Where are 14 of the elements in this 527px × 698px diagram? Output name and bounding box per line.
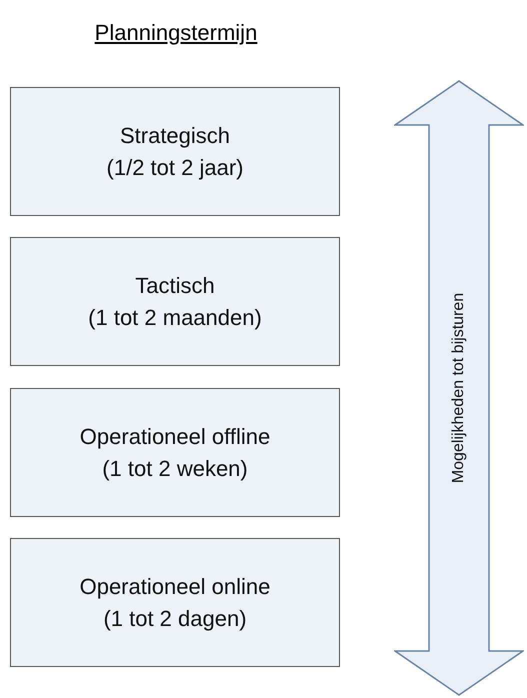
box-subtitle: (1 tot 2 weken) xyxy=(102,454,248,482)
box-subtitle: (1/2 tot 2 jaar) xyxy=(106,154,244,182)
box-subtitle: (1 tot 2 dagen) xyxy=(103,604,247,633)
process-box xyxy=(10,87,340,216)
process-box xyxy=(10,388,340,517)
box-subtitle: (1 tot 2 maanden) xyxy=(88,304,262,332)
heading: Planningstermijn xyxy=(94,20,258,45)
box-title: Tactisch xyxy=(135,272,215,300)
arrow-label: Mogelijkheden tot bijsturen xyxy=(450,292,468,484)
box-title: Operationeel online xyxy=(80,572,270,601)
box-title: Strategisch xyxy=(120,122,230,150)
process-box xyxy=(10,237,340,366)
process-box xyxy=(10,538,340,667)
box-title: Operationeel offline xyxy=(80,422,270,451)
